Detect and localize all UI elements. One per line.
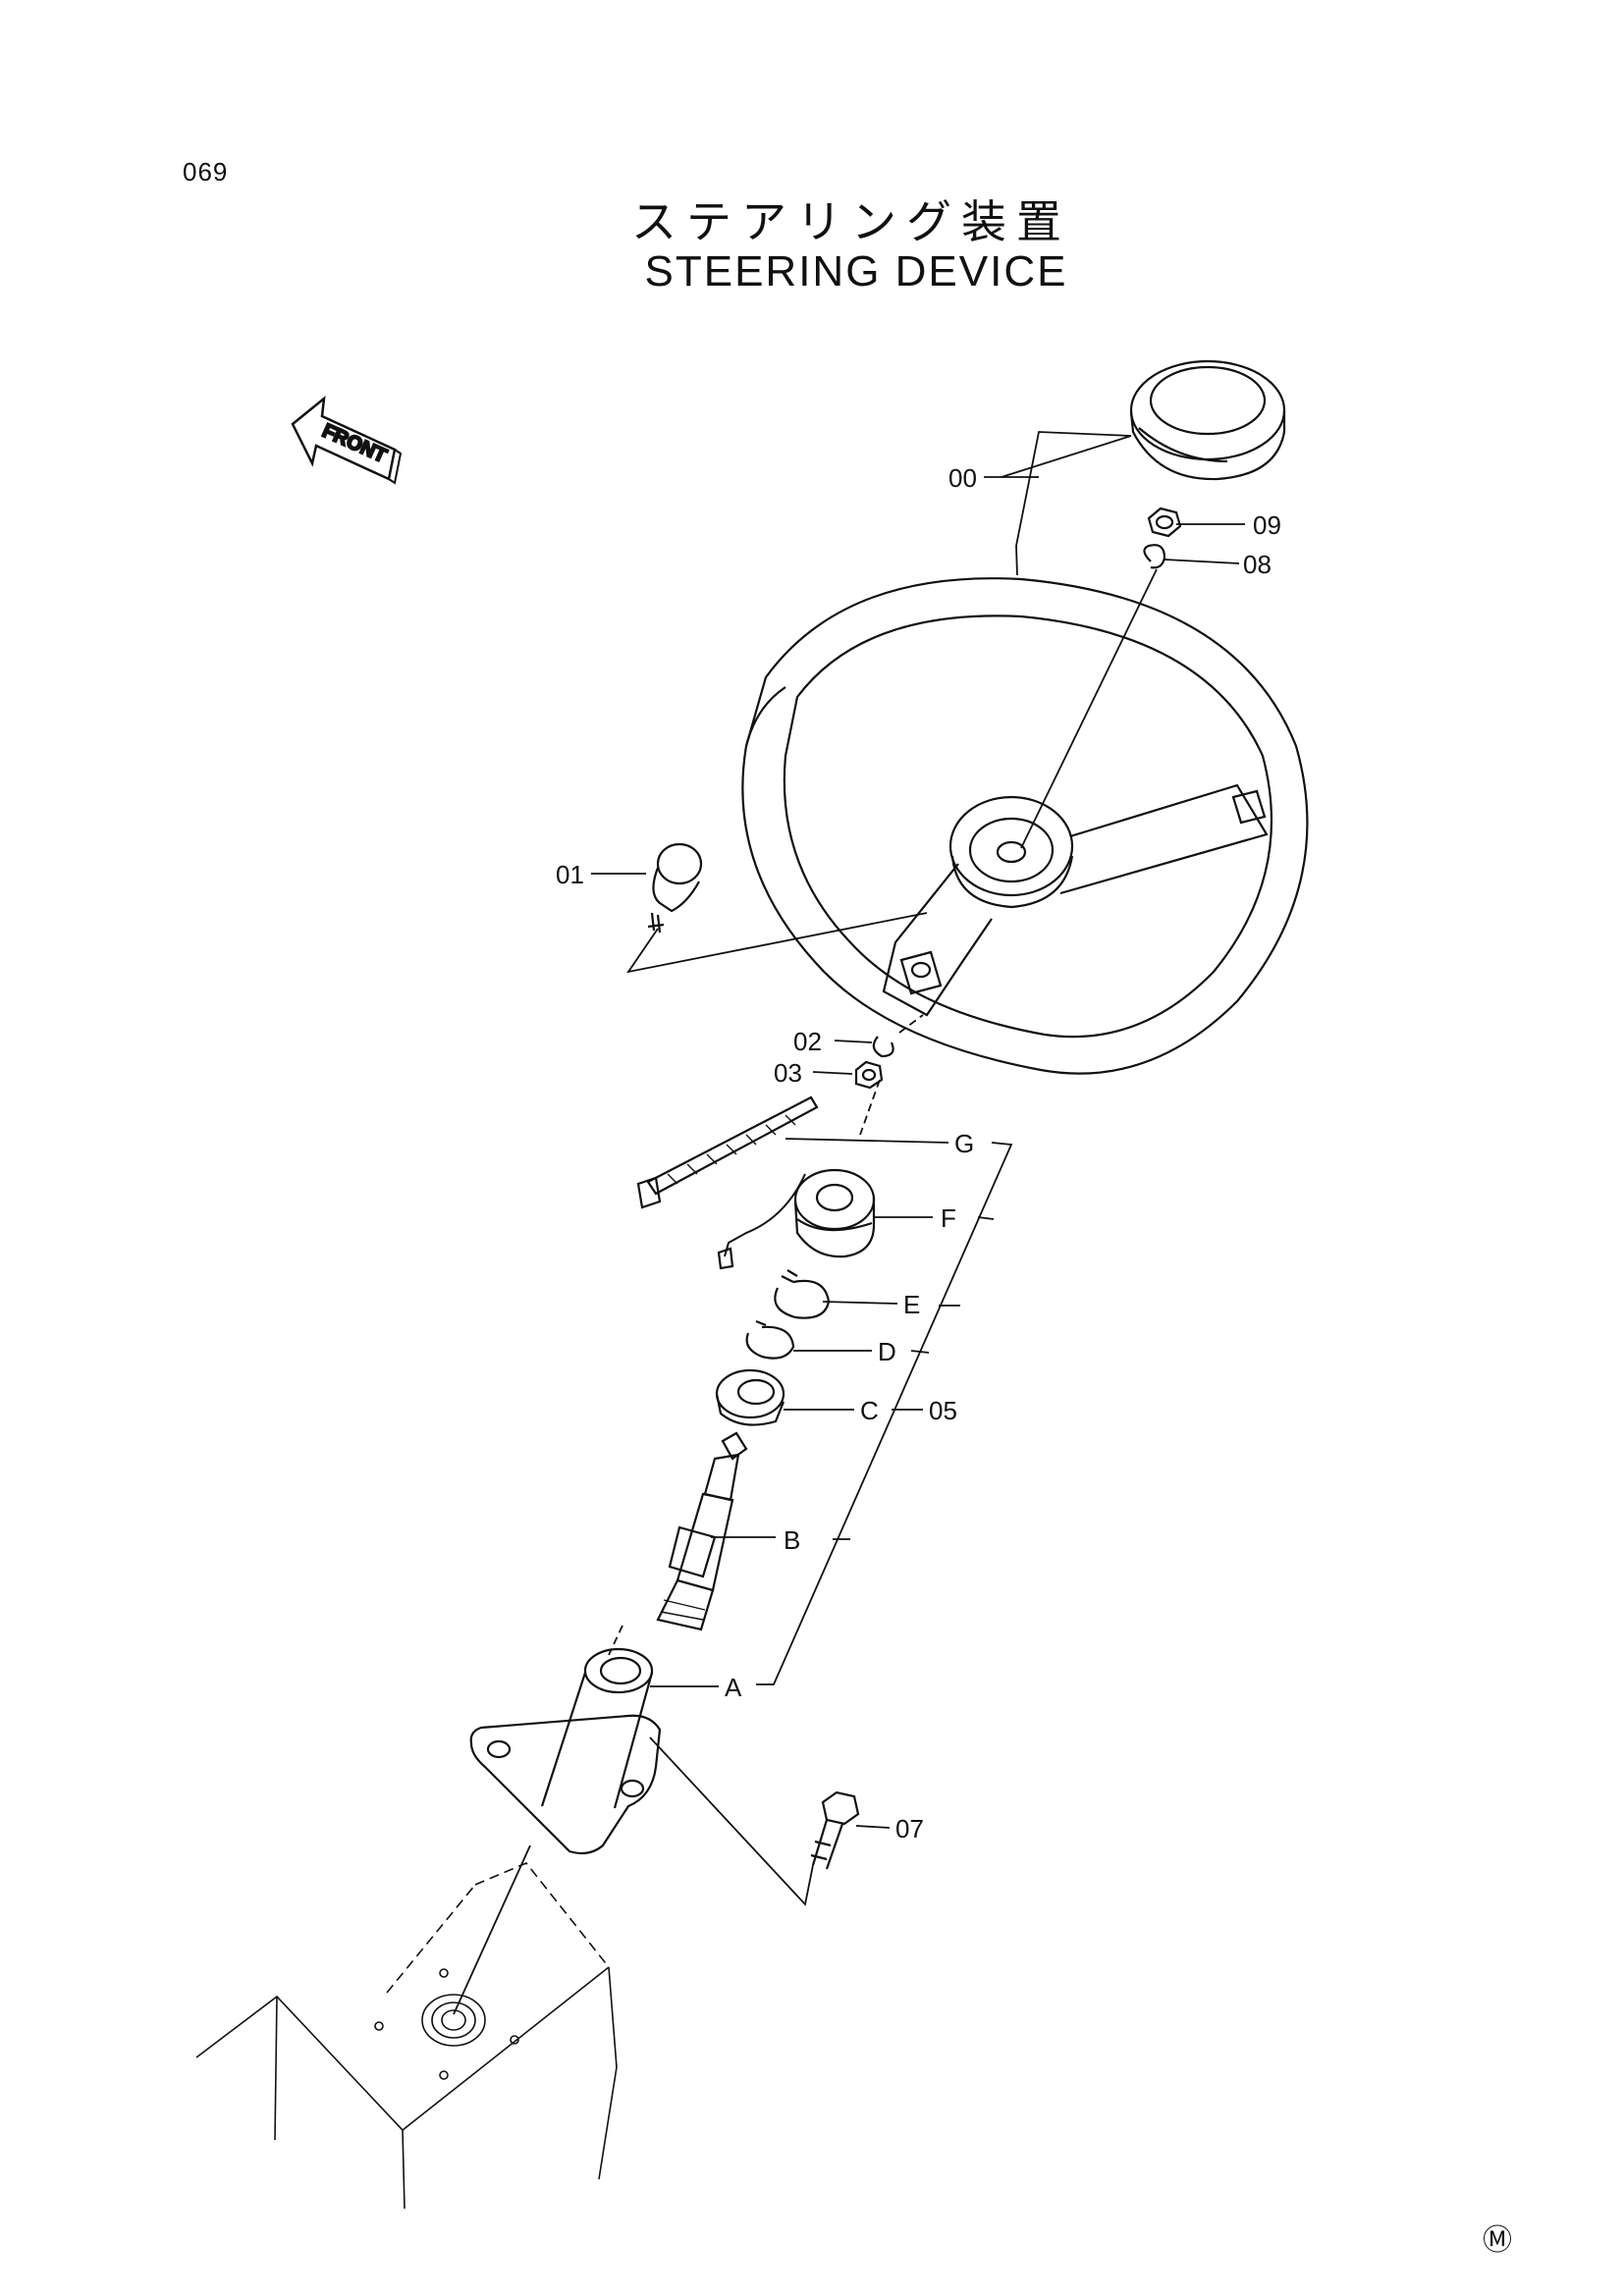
page-number: 069 — [183, 157, 229, 187]
steering-wheel — [741, 577, 1309, 1075]
callout-08: 08 — [1243, 550, 1272, 579]
callout-labels: 00 09 08 01 02 03 G F E D C 05 B A 07 — [556, 463, 1281, 1843]
callout-09: 09 — [1253, 510, 1281, 540]
switch-F — [717, 1168, 876, 1270]
column-housing-A — [469, 1647, 662, 1855]
spinner-knob-01 — [647, 842, 703, 934]
callout-C: C — [860, 1396, 879, 1425]
m-mark: Ⓜ — [1483, 2224, 1512, 2257]
callout-B: B — [784, 1525, 800, 1555]
callout-E: E — [903, 1290, 920, 1319]
callout-03: 03 — [774, 1058, 802, 1088]
title-english: STEERING DEVICE — [644, 247, 1068, 295]
front-arrow-icon: FRONT — [291, 396, 403, 485]
callout-F: F — [941, 1203, 956, 1233]
callout-G: G — [954, 1129, 974, 1158]
nut-09 — [1147, 507, 1182, 538]
leader-lines — [453, 431, 1245, 2015]
bolt-07 — [810, 1790, 860, 1870]
callout-00: 00 — [948, 463, 977, 493]
shaft-B — [656, 1431, 748, 1631]
washer-02 — [872, 1036, 894, 1058]
callout-02: 02 — [793, 1027, 822, 1056]
callout-05: 05 — [929, 1396, 957, 1425]
washer-08 — [1143, 544, 1166, 569]
front-arrow-label: FRONT — [319, 420, 390, 467]
nut-03 — [854, 1060, 884, 1090]
snap-ring-E — [774, 1269, 831, 1319]
callout-01: 01 — [556, 860, 584, 889]
cable-tie-G — [636, 1095, 819, 1209]
callout-D: D — [878, 1337, 896, 1366]
snap-ring-D — [745, 1319, 795, 1360]
bearing-C — [715, 1368, 785, 1426]
callout-07: 07 — [895, 1814, 924, 1843]
floor-console — [195, 1862, 618, 2210]
horn-cap — [1129, 359, 1286, 481]
callout-A: A — [725, 1673, 742, 1702]
title-japanese: ステアリング装置 — [631, 195, 1071, 248]
